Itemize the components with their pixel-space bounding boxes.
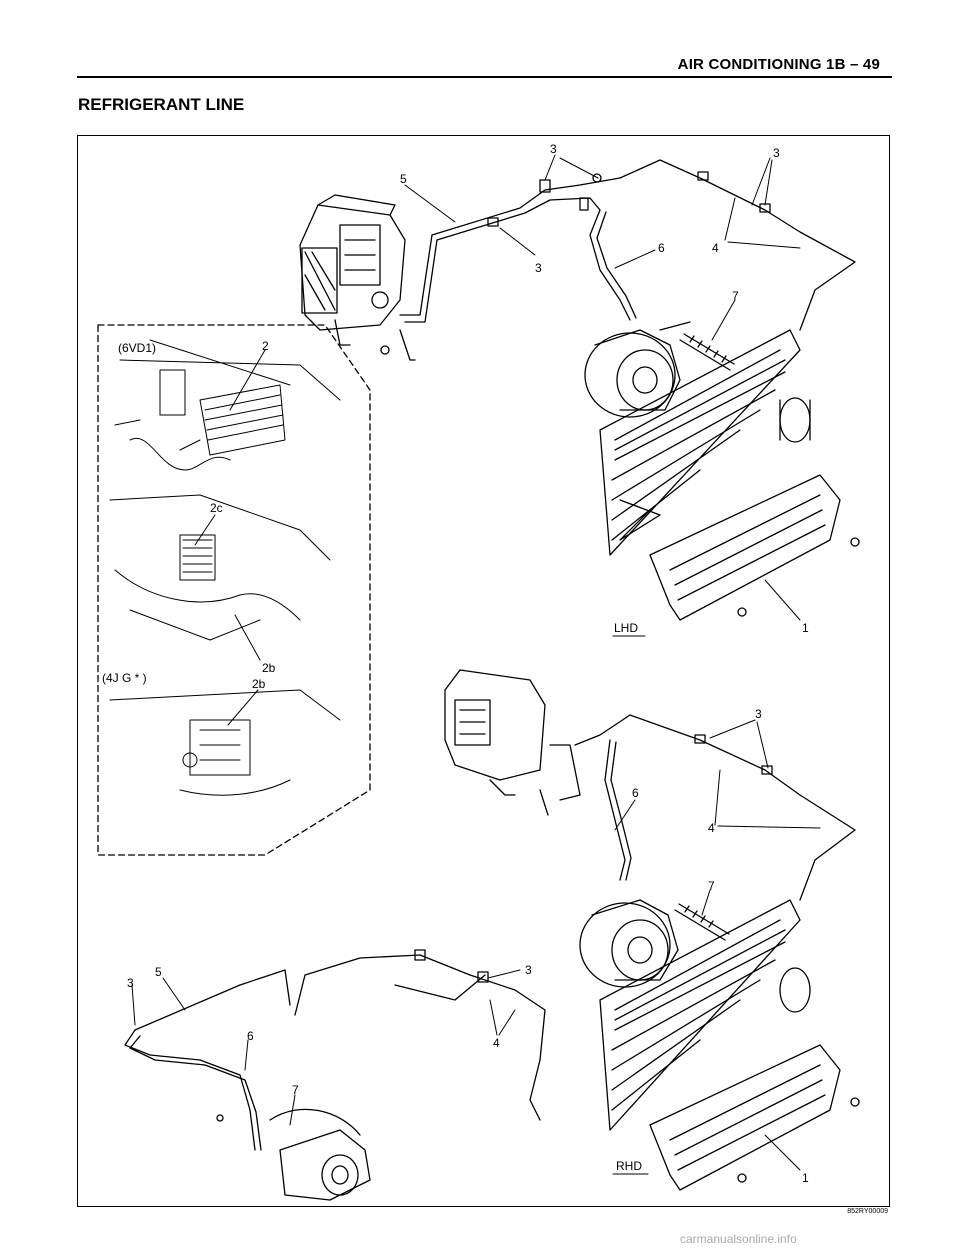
lhd-hose-7 [679,333,735,371]
rhd-upper-callout-4: 4 [708,821,715,835]
figure-frame [77,135,890,1207]
variant-underlines [612,635,649,1175]
inset-label-6vd1: (6VD1) [118,341,156,355]
lhd-compressor [584,321,691,418]
lhd-callout-7: 7 [732,289,739,303]
page-header-title: AIR CONDITIONING 1B – 49 [677,56,880,73]
rhd-evaporator-unit [444,669,549,816]
inset-2c-engine [109,494,331,641]
lhd-grille-1 [649,474,860,621]
rhd-refrigerant-lines-lower [124,949,546,1151]
rhd-lower-callout-7: 7 [292,1083,299,1097]
engine-inset-outline [97,324,371,856]
rhd-lower-compressor [216,1108,371,1201]
rhd-upper-callout-7: 7 [708,879,715,893]
rhd-lower-callout-3b: 3 [525,963,532,977]
header-rule [77,76,892,78]
inset-6vd1-engine [114,339,341,471]
inset-callout-2: 2 [262,339,269,353]
rhd-upper-callout-3: 3 [755,707,762,721]
rhd-lower-callout-1: 1 [802,1171,809,1185]
rhd-compressor [579,899,679,988]
rhd-condenser [599,899,811,1131]
rhd-lower-callout-6: 6 [247,1029,254,1043]
rhd-upper-callout-6: 6 [632,786,639,800]
section-title: REFRIGERANT LINE [78,95,245,114]
lhd-callout-3b: 3 [773,146,780,160]
watermark: carmanualsonline.info [680,1232,797,1246]
lhd-callout-4: 4 [712,241,719,255]
lhd-variant-label: LHD [614,621,638,635]
rhd-lower-callout-4: 4 [493,1036,500,1050]
rhd-variant-label: RHD [616,1159,642,1173]
inset-callout-2b-upper: 2b [262,661,276,675]
lhd-refrigerant-lines [399,159,856,331]
rhd-lower-callout-5: 5 [155,965,162,979]
rhd-grille-1 [649,1044,860,1191]
lhd-condenser [599,329,811,556]
inset-callout-2b-lower: 2b [252,677,266,691]
lhd-callout-3a: 3 [550,142,557,156]
lhd-callout-5: 5 [400,172,407,186]
lhd-callout-1: 1 [802,621,809,635]
lhd-callout-6: 6 [658,241,665,255]
rhd-lower-callout-3a: 3 [127,976,134,990]
figure-code: 852RY00009 [847,1208,888,1215]
callout-labels: 3 3 5 3 6 4 7 1 (6VD1) 2 2c 2b (4J G * )… [102,142,809,1185]
inset-callout-2c: 2c [210,501,223,515]
inset-4jg-engine [109,689,341,796]
lhd-evaporator-unit [299,194,416,361]
leader-lines [131,154,821,1171]
lhd-callout-3c: 3 [535,261,542,275]
inset-label-4jg: (4J G * ) [102,671,147,685]
rhd-refrigerant-lines-upper [549,714,856,901]
rhd-hose-7 [674,903,730,941]
